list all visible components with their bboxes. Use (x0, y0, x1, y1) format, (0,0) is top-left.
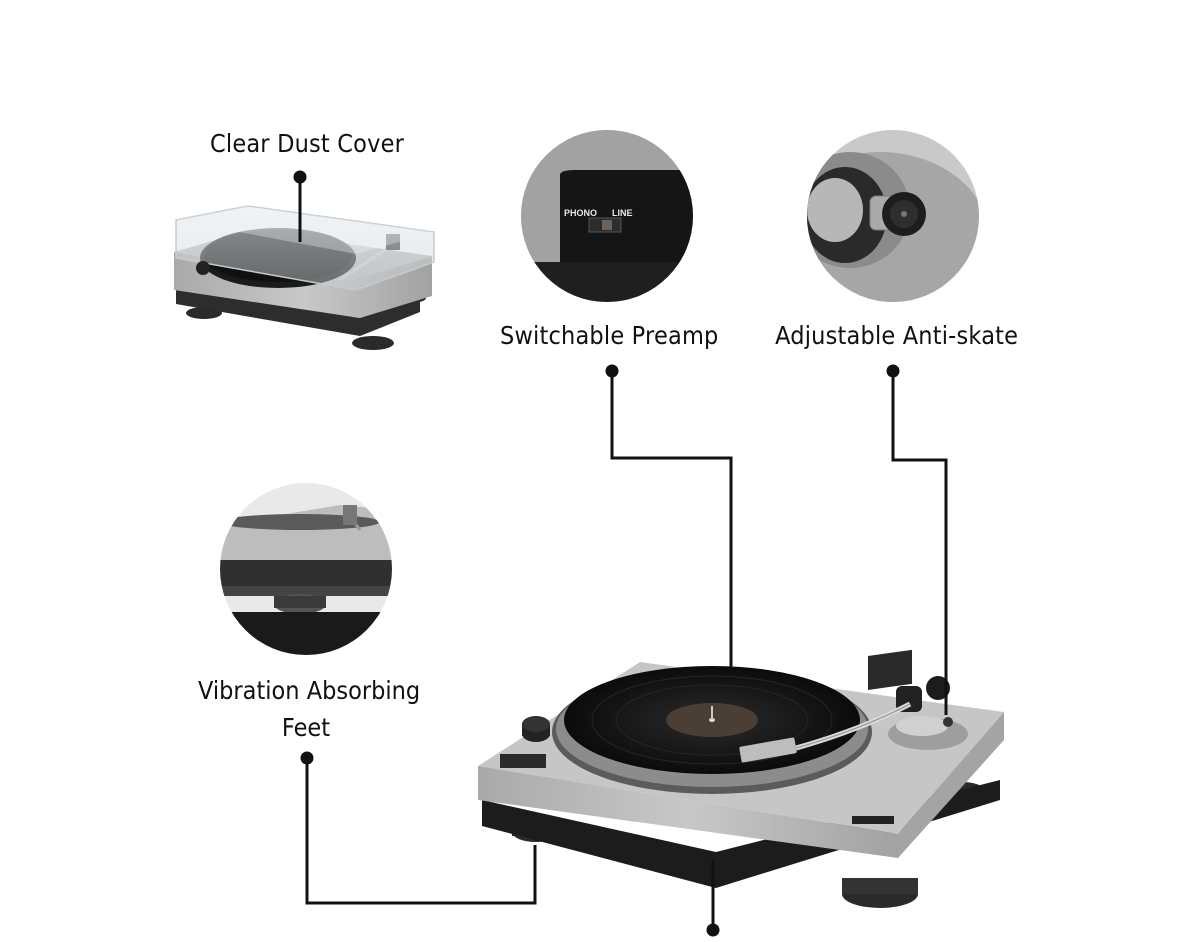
turntable-with-dust-cover-image (174, 205, 435, 350)
feet-dot (300, 751, 314, 765)
callout-lines (298, 177, 948, 930)
main-turntable-image (478, 649, 1004, 908)
preamp-phono-label: PHONO (564, 208, 597, 218)
dust-cover-dot (293, 170, 307, 184)
base-dot (706, 923, 720, 937)
vibration-feet-closeup (220, 483, 392, 655)
label-clear-dust-cover: Clear Dust Cover (210, 129, 405, 158)
preamp-dot (605, 364, 619, 378)
label-feet-line1: Vibration Absorbing (198, 676, 421, 705)
label-feet-line2: Feet (281, 713, 331, 742)
callout-dots (293, 170, 900, 937)
label-adjustable-anti-skate: Adjustable Anti-skate (775, 321, 1019, 350)
preamp-line-label: LINE (612, 208, 633, 218)
anti-skate-dot (886, 364, 900, 378)
switchable-preamp-closeup: PHONO LINE (521, 130, 693, 302)
anti-skate-leader-line (891, 371, 948, 715)
anti-skate-closeup (807, 130, 979, 302)
label-vibration-absorbing-feet: Vibration Absorbing Feet (198, 672, 421, 746)
label-switchable-preamp: Switchable Preamp (500, 321, 719, 350)
preamp-leader-line (610, 371, 733, 672)
feet-leader-line (305, 758, 537, 905)
